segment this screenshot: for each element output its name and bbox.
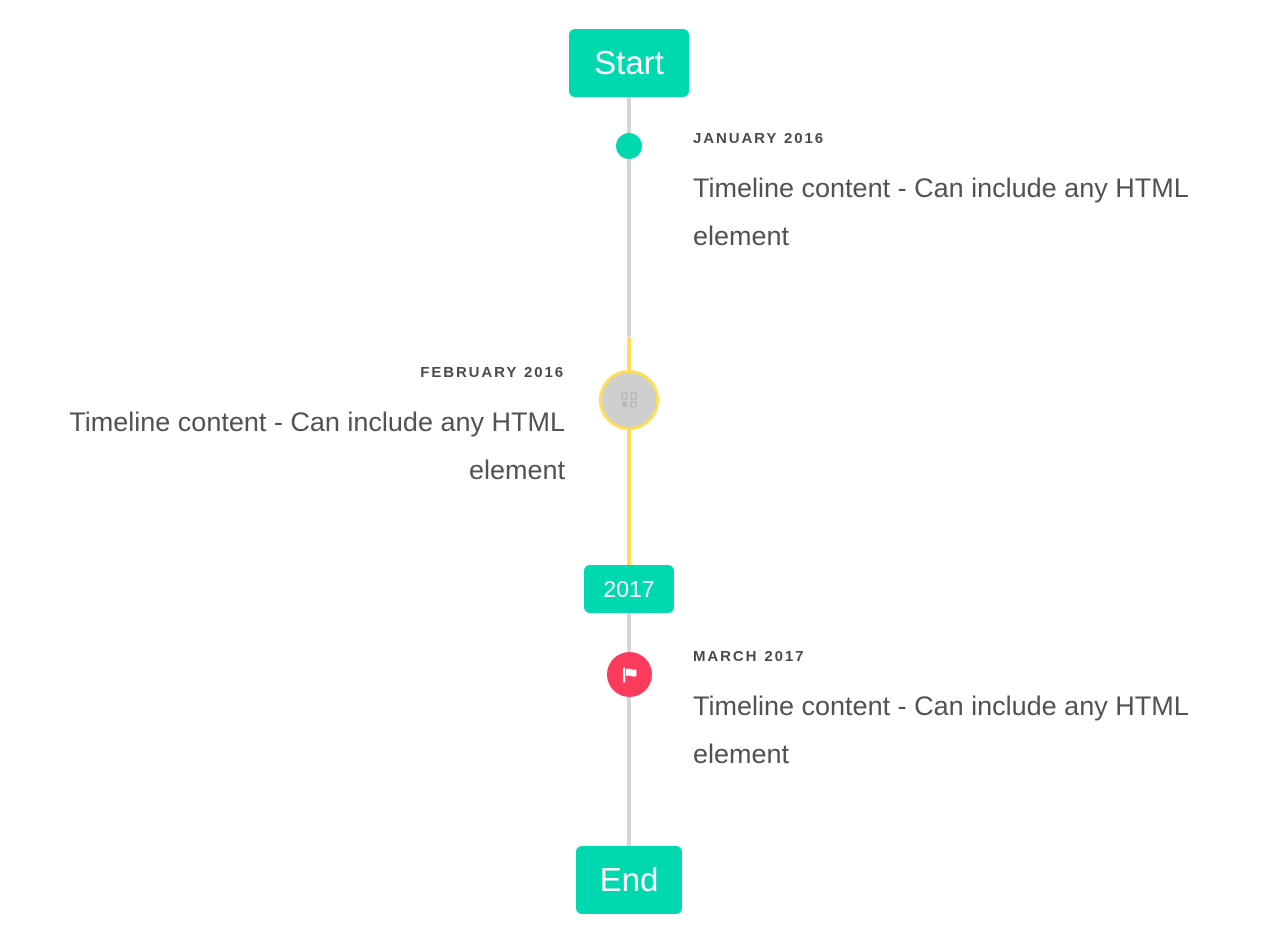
timeline-marker-dot-icon[interactable] [616, 133, 642, 159]
timeline-marker-flag-icon[interactable] [607, 652, 652, 697]
timeline-entry-date: FEBRUARY 2016 [420, 364, 565, 381]
timeline-entry-january: JANUARY 2016 Timeline content - Can incl… [693, 130, 1223, 260]
timeline-marker-placeholder-glyph-icon[interactable] [599, 370, 659, 430]
timeline-start-badge[interactable]: Start [569, 29, 689, 97]
timeline-entry-body: Timeline content - Can include any HTML … [69, 406, 565, 485]
timeline-entry-body: Timeline content - Can include any HTML … [693, 172, 1188, 251]
timeline-entry-body: Timeline content - Can include any HTML … [693, 690, 1188, 769]
timeline-end-badge[interactable]: End [576, 846, 682, 914]
placeholder-glyph-icon [621, 392, 637, 408]
timeline-entry-date: JANUARY 2016 [693, 130, 826, 147]
timeline-axis-segment-gray-top [627, 95, 631, 337]
timeline-entry-february: FEBRUARY 2016 Timeline content - Can inc… [40, 364, 565, 494]
timeline-entry-date: MARCH 2017 [693, 648, 806, 665]
timeline-entry-march: MARCH 2017 Timeline content - Can includ… [693, 648, 1223, 778]
timeline-axis-segment-gray-bottom [627, 612, 631, 856]
flag-icon [622, 667, 636, 682]
timeline-axis-segment-yellow [627, 337, 631, 566]
timeline-year-badge[interactable]: 2017 [584, 565, 674, 613]
